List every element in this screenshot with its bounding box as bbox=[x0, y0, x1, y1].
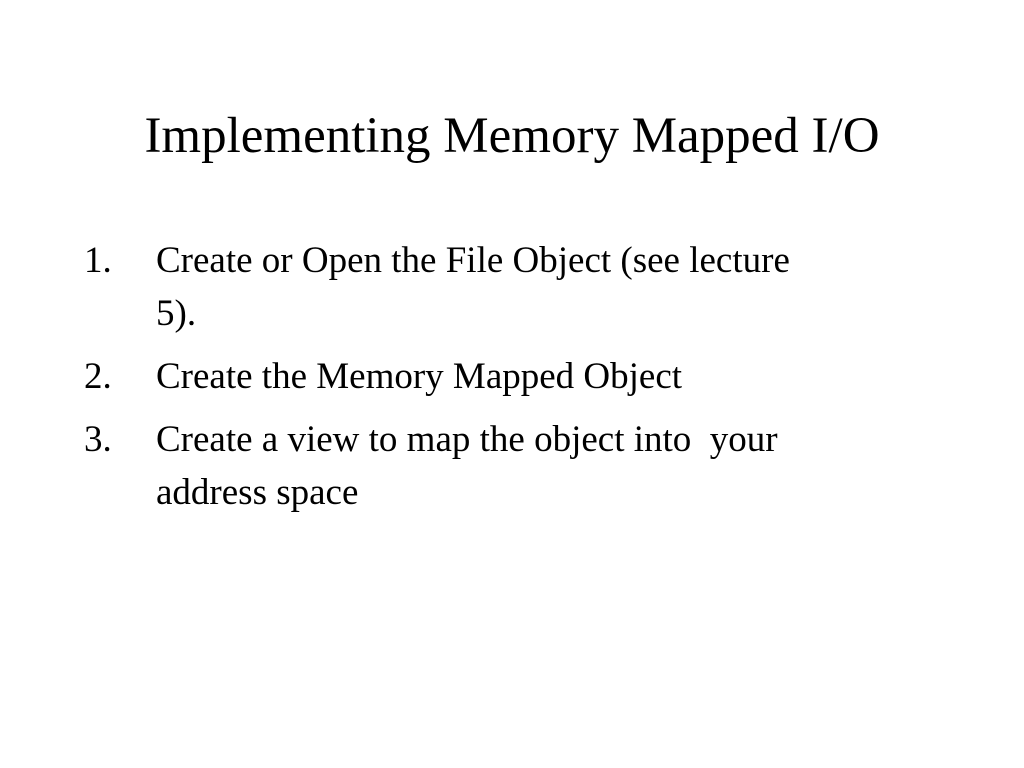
list-item-number: 1. bbox=[84, 240, 112, 281]
list-item: 1. Create or Open the File Object (see l… bbox=[84, 234, 964, 340]
slide-title: Implementing Memory Mapped I/O bbox=[144, 108, 880, 164]
numbered-list: 1. Create or Open the File Object (see l… bbox=[84, 234, 964, 529]
list-item-number: 2. bbox=[84, 356, 112, 397]
list-item-text-line: Create a view to map the object into you… bbox=[156, 419, 778, 460]
list-item-text-line: Create the Memory Mapped Object bbox=[156, 356, 683, 397]
list-item: 2. Create the Memory Mapped Object bbox=[84, 350, 964, 403]
list-item-text-line: Create or Open the File Object (see lect… bbox=[156, 240, 790, 281]
list-item-text-line: 5). bbox=[156, 293, 197, 334]
list-item-text-line: address space bbox=[156, 472, 359, 513]
list-item-number: 3. bbox=[84, 419, 112, 460]
list-item: 3. Create a view to map the object into … bbox=[84, 413, 964, 519]
